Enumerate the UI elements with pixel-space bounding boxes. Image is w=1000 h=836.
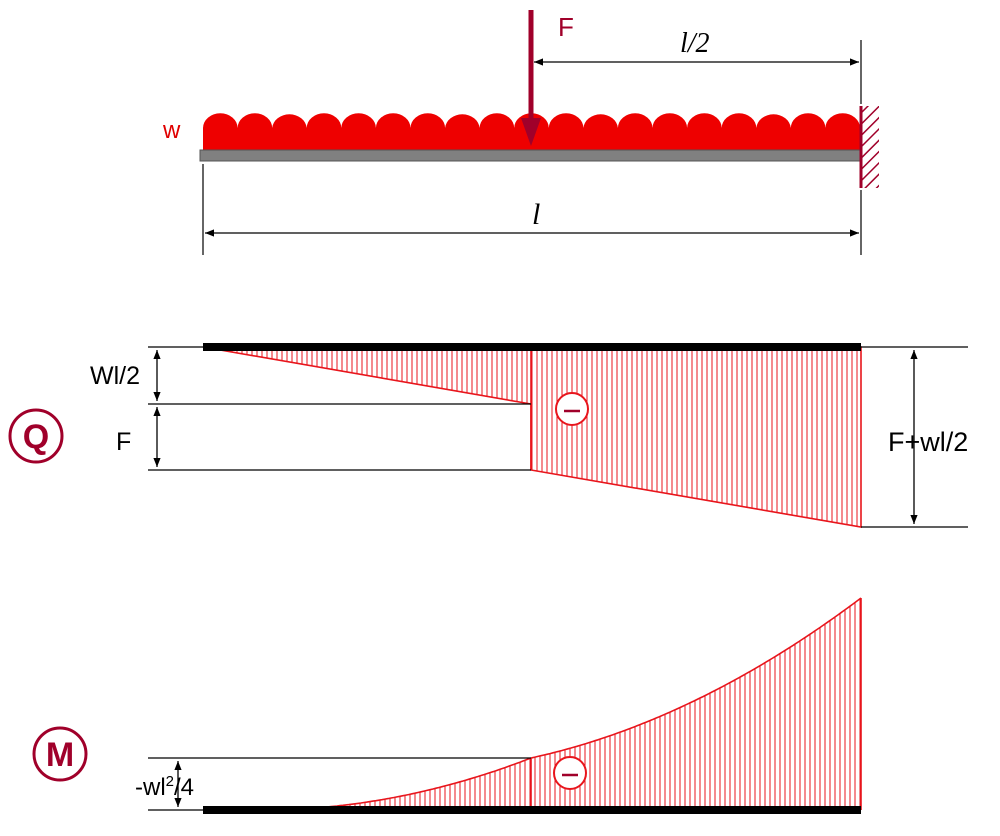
m-badge-circle xyxy=(32,726,88,782)
shear-minus-circle-icon xyxy=(555,392,589,426)
force-label-f: F xyxy=(558,12,574,42)
m-badge-label: M xyxy=(46,736,74,774)
moment-minus-circle-icon xyxy=(553,756,587,790)
moment-diagram: -wl2/4 M xyxy=(32,597,862,814)
load-label-w: w xyxy=(162,117,181,144)
m-label-base: -wl xyxy=(135,774,166,801)
shear-axis xyxy=(203,343,861,351)
q-label-total: F+wl/2 xyxy=(888,427,968,457)
m-label-value: -wl2/4 xyxy=(135,773,194,801)
m-label-tail: /4 xyxy=(174,774,194,801)
shear-hatching xyxy=(206,347,858,527)
m-label-sup: 2 xyxy=(166,773,174,790)
q-label-wl2: Wl/2 xyxy=(90,362,140,390)
force-arrow-head-icon xyxy=(521,118,541,146)
moment-outline xyxy=(262,597,862,811)
q-badge-label: Q xyxy=(23,418,49,456)
beam xyxy=(199,149,861,162)
dim-half-label: l/2 xyxy=(680,28,710,59)
beam-section: w F l/2 l xyxy=(162,10,879,255)
shear-diagram: Wl/2 F F+wl/2 Q xyxy=(8,343,968,528)
fixed-support-wall-icon xyxy=(861,106,879,188)
q-badge-circle xyxy=(8,408,64,464)
moment-axis xyxy=(203,806,861,814)
dim-full-label: l xyxy=(532,198,540,231)
q-label-f: F xyxy=(116,428,131,456)
